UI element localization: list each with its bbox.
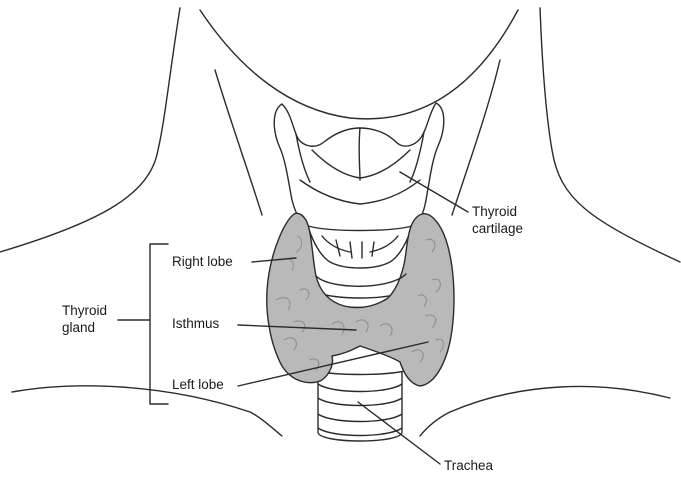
label-thyroid-gland-line2: gland xyxy=(62,320,95,336)
neck-muscle-right xyxy=(452,60,500,215)
thyroid-gland xyxy=(267,213,454,386)
right-lobe-shape xyxy=(267,213,454,386)
label-right-lobe: Right lobe xyxy=(172,254,233,270)
label-thyroid-gland-line1: Thyroid xyxy=(62,303,107,319)
leader-trachea xyxy=(358,402,440,464)
neck-muscle-left xyxy=(215,70,262,215)
label-trachea: Trachea xyxy=(444,458,493,474)
label-left-lobe: Left lobe xyxy=(172,377,224,393)
clavicle-left xyxy=(12,386,282,436)
label-thyroid-cartilage-line1: Thyroid xyxy=(472,204,517,220)
neck-outline-left xyxy=(0,8,180,252)
label-thyroid-cartilage-line2: cartilage xyxy=(472,221,523,237)
thyroid-gland-bracket xyxy=(118,244,168,404)
clavicle-right xyxy=(420,386,670,436)
jaw-line xyxy=(200,10,518,119)
label-isthmus: Isthmus xyxy=(172,316,219,332)
neck-outline-right xyxy=(540,8,680,262)
